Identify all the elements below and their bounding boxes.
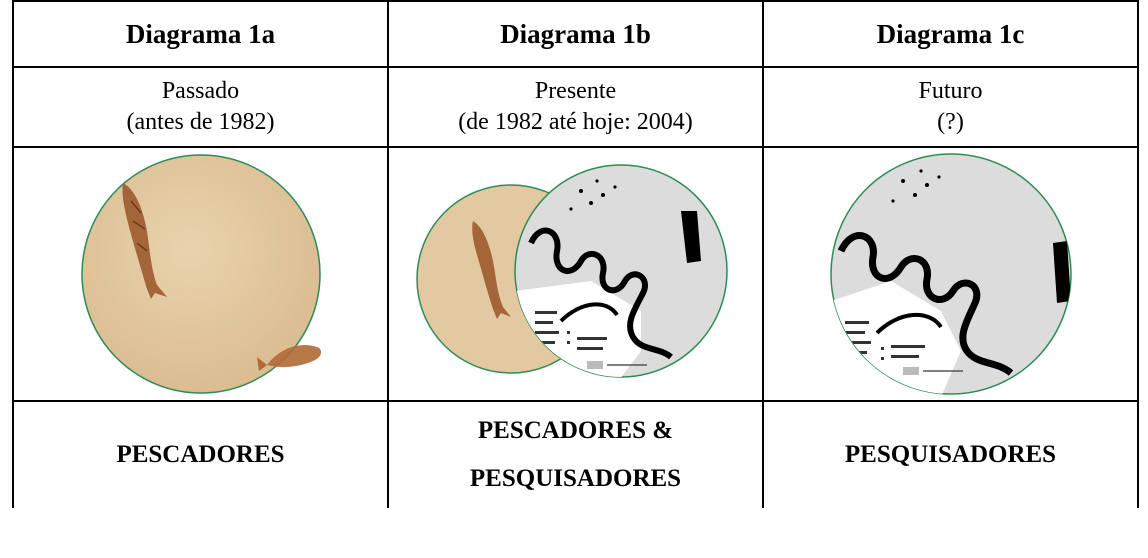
fossil-fish-small-icon <box>256 345 321 371</box>
label-cell-1b: PESCADORES & PESQUISADORES <box>387 400 764 508</box>
period-label: Presente <box>534 78 617 104</box>
role-label: PESCADORES <box>116 441 285 468</box>
column-title-1a: Diagrama 1a <box>12 0 389 68</box>
period-cell-1a: Passado (antes de 1982) <box>12 66 389 148</box>
fossil-circle-image <box>80 154 321 394</box>
image-cell-1a <box>12 146 389 402</box>
role-label-line1: PESCADORES & <box>477 417 674 444</box>
period-row: Passado (antes de 1982) Presente (de 198… <box>12 66 1139 148</box>
overlap-circles-image <box>415 164 728 378</box>
map-circle-image <box>829 153 1072 395</box>
column-title-1b: Diagrama 1b <box>387 0 764 68</box>
header-row: Diagrama 1a Diagrama 1b Diagrama 1c <box>12 0 1139 68</box>
period-range: (?) <box>937 109 964 135</box>
diagram-table: Diagrama 1a Diagrama 1b Diagrama 1c Pass… <box>12 0 1139 508</box>
label-row: PESCADORES PESCADORES & PESQUISADORES PE… <box>12 400 1139 508</box>
period-range: (antes de 1982) <box>126 109 275 135</box>
period-cell-1c: Futuro (?) <box>762 66 1139 148</box>
period-label: Futuro <box>918 78 983 104</box>
period-label: Passado <box>161 78 240 104</box>
fossil-fish-icon <box>121 183 167 299</box>
label-cell-1a: PESCADORES <box>12 400 389 508</box>
image-row <box>12 146 1139 402</box>
image-cell-1c <box>762 146 1139 402</box>
column-title-1c: Diagrama 1c <box>762 0 1139 68</box>
period-range: (de 1982 até hoje: 2004) <box>458 109 693 135</box>
label-cell-1c: PESQUISADORES <box>762 400 1139 508</box>
fossil-fish-icon <box>471 221 511 319</box>
role-label-line2: PESQUISADORES <box>469 465 682 492</box>
image-cell-1b <box>387 146 764 402</box>
role-label: PESQUISADORES <box>844 441 1057 468</box>
period-cell-1b: Presente (de 1982 até hoje: 2004) <box>387 66 764 148</box>
